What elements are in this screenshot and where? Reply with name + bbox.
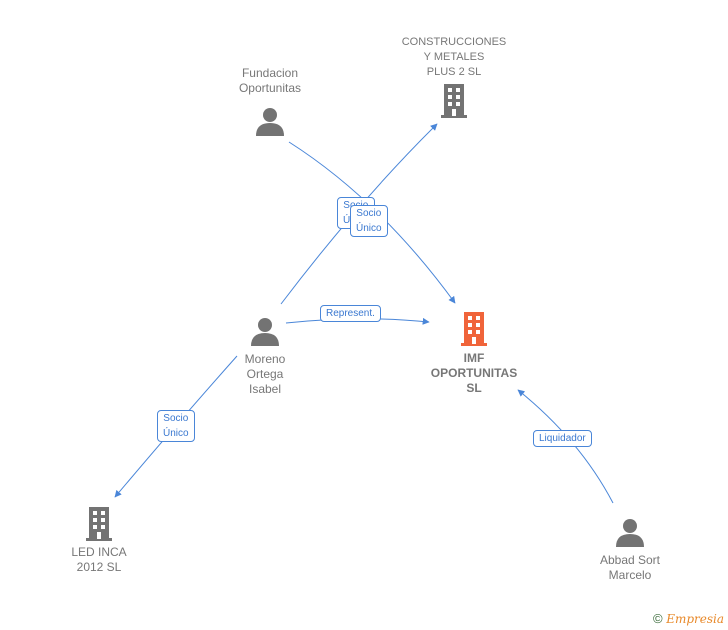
- node-label: SL: [466, 381, 482, 395]
- node-label: PLUS 2 SL: [426, 66, 482, 78]
- edge-label-line: Represent.: [326, 308, 375, 319]
- edge-label-line: Socio: [163, 413, 189, 424]
- building-icon: [441, 84, 467, 118]
- node-label: Ortega: [246, 367, 284, 381]
- node-label: OPORTUNITAS: [430, 366, 518, 380]
- edge-label-line: Único: [163, 428, 189, 439]
- edge-label-abbad-imf: Liquidador: [533, 430, 592, 447]
- node-label: Y METALES: [423, 51, 485, 63]
- edge-label-line: Único: [356, 223, 382, 234]
- node-construcciones-y-metales[interactable]: CONSTRUCCIONES Y METALES PLUS 2 SL: [386, 35, 522, 118]
- node-label: Oportunitas: [238, 81, 302, 95]
- node-label: Fundacion: [241, 66, 299, 80]
- node-abbad-sort-marcelo[interactable]: Abbad Sort Marcelo: [584, 517, 676, 583]
- copyright-icon: ©: [652, 611, 663, 626]
- edge-label-line: Socio: [356, 208, 382, 219]
- building-icon: [461, 312, 487, 346]
- node-label: Abbad Sort: [599, 553, 661, 567]
- node-imf-oportunitas[interactable]: IMF OPORTUNITAS SL: [416, 312, 532, 396]
- node-label: Marcelo: [608, 568, 652, 582]
- person-icon: [616, 519, 644, 547]
- node-label: 2012 SL: [76, 560, 122, 574]
- node-label: CONSTRUCCIONES: [401, 36, 507, 48]
- building-icon: [86, 507, 112, 541]
- node-label: IMF: [463, 351, 485, 365]
- edge-label-line: Liquidador: [539, 433, 586, 444]
- node-moreno-ortega-isabel[interactable]: Moreno Ortega Isabel: [222, 316, 308, 397]
- node-fundacion-oportunitas[interactable]: Fundacion Oportunitas: [222, 66, 318, 136]
- edge-label-moreno-led: Socio Único: [157, 410, 195, 442]
- person-icon: [256, 108, 284, 136]
- node-label: Isabel: [248, 382, 282, 396]
- edge-label-moreno-imf: Represent.: [320, 305, 381, 322]
- node-led-inca[interactable]: LED INCA 2012 SL: [56, 507, 142, 575]
- node-label: Moreno: [244, 352, 286, 366]
- person-icon: [251, 318, 279, 346]
- node-label: LED INCA: [71, 545, 127, 559]
- footer-branding: © Empresia: [653, 611, 724, 626]
- edge-label-moreno-construcciones: Socio Único: [350, 205, 388, 237]
- brand-logo: Empresia: [666, 612, 724, 626]
